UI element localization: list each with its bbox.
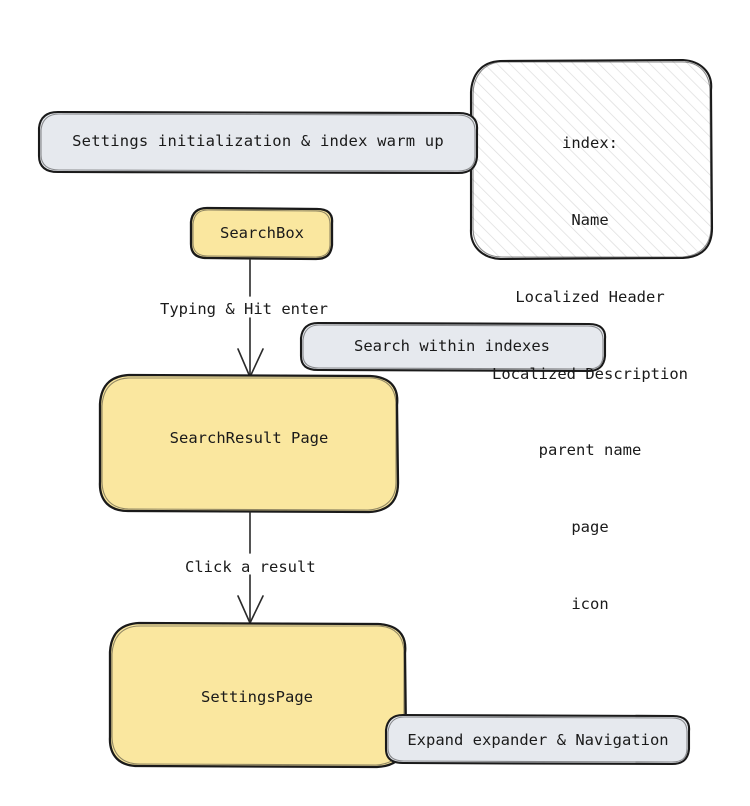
edge-searchresult-to-settingspage xyxy=(237,511,264,624)
node-searchbox[interactable] xyxy=(189,206,334,261)
node-search-within[interactable] xyxy=(299,321,607,373)
node-index-box[interactable] xyxy=(469,58,714,261)
node-searchresult-page[interactable] xyxy=(98,373,400,514)
node-settings-init[interactable] xyxy=(37,110,479,175)
node-settings-page[interactable] xyxy=(108,621,408,769)
node-expander[interactable] xyxy=(384,713,691,766)
edge-searchbox-to-searchresult xyxy=(237,259,264,378)
